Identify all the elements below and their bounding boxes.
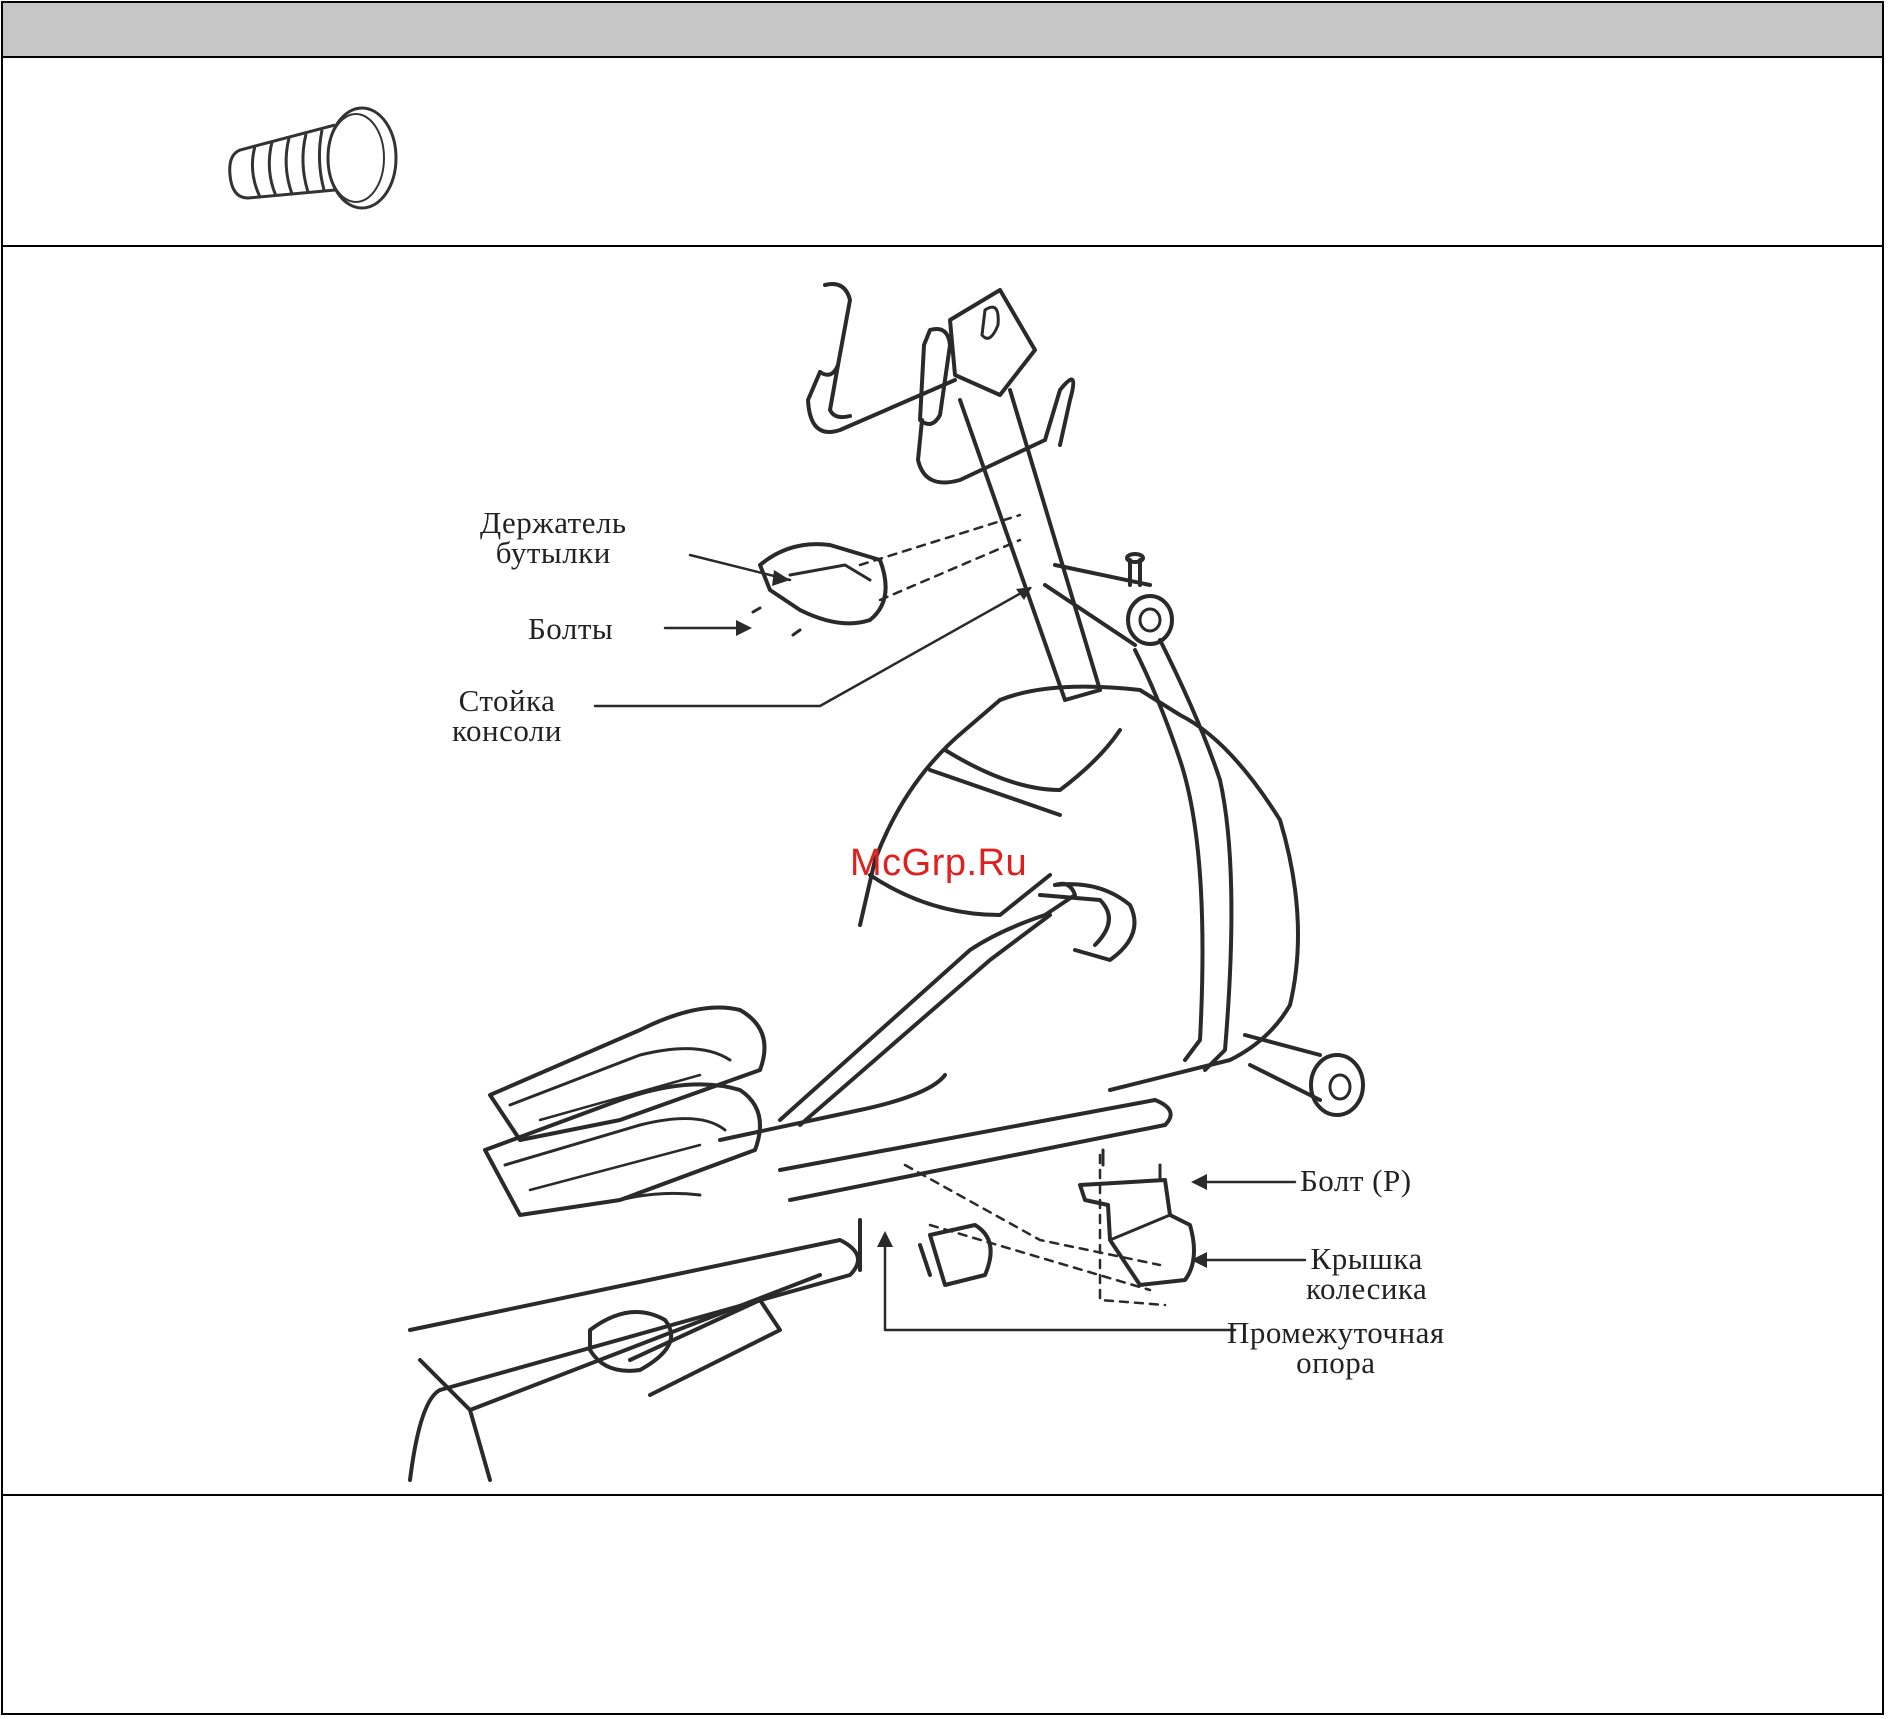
pedal-arm-left (780, 884, 1135, 1125)
callout-bottle-holder: Держатель бутылки (480, 508, 627, 568)
bolt-parts (753, 608, 1160, 1178)
callout-leaders (595, 555, 1305, 1330)
callout-wheel-cover: Крышка колесика (1306, 1244, 1427, 1304)
callout-bolt-p: Болт (P) (1300, 1166, 1412, 1196)
watermark: McGrp.Ru (850, 842, 1027, 885)
rear-wheel-axle (1245, 1035, 1363, 1115)
rear-upright (1135, 640, 1231, 1070)
pedal-left (490, 1008, 765, 1141)
intermediate-support-wheel (920, 1225, 991, 1285)
front-crossbar (1045, 554, 1172, 645)
pedal-rail (720, 1075, 1171, 1200)
bottle-holder (760, 544, 886, 623)
pedal-right (485, 1084, 760, 1215)
right-handlebar (918, 329, 1073, 483)
base-frame (410, 1220, 860, 1480)
console-plate (950, 290, 1035, 395)
callout-console-mast: Стойка консоли (452, 686, 562, 746)
wheel-cover-part (1080, 1180, 1194, 1285)
console-mast (960, 390, 1100, 700)
left-handlebar (808, 284, 955, 432)
callout-intermediate-support: Промежуточная опора (1227, 1318, 1445, 1378)
callout-bolts: Болты (528, 614, 613, 644)
